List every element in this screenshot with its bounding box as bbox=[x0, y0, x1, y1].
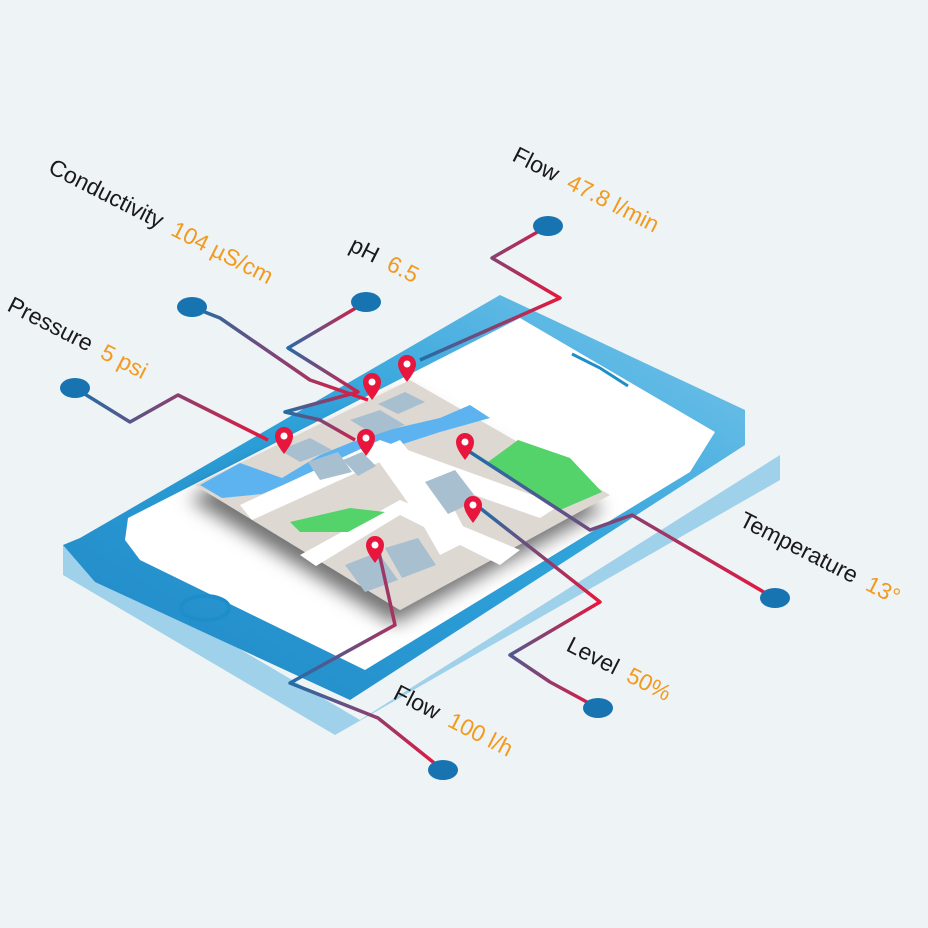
map-block bbox=[308, 452, 352, 480]
connector-ph bbox=[283, 300, 367, 442]
map-icon bbox=[195, 380, 610, 610]
sensor-nodes bbox=[60, 216, 790, 780]
label-conductivity: Conductivity 104 µS/cm bbox=[45, 153, 278, 289]
phone-side bbox=[63, 455, 780, 735]
label-flow-bottom: Flow 100 l/h bbox=[390, 679, 518, 761]
map-park-left bbox=[290, 508, 385, 532]
node-level[interactable] bbox=[583, 698, 613, 718]
label-level: Level 50% bbox=[563, 631, 676, 706]
node-flow-top[interactable] bbox=[533, 216, 563, 236]
location-pin-icon[interactable] bbox=[366, 536, 384, 563]
connector-temperature bbox=[469, 450, 775, 600]
map-road-diag bbox=[300, 500, 520, 566]
connector-conductivity bbox=[191, 305, 369, 402]
location-pin-icon[interactable] bbox=[456, 433, 474, 460]
node-pressure[interactable] bbox=[60, 378, 90, 398]
map-road-cross bbox=[240, 440, 560, 520]
map-park-right bbox=[488, 440, 602, 510]
location-pins bbox=[275, 355, 482, 563]
location-pin-icon[interactable] bbox=[464, 496, 482, 523]
phone-notch bbox=[571, 352, 629, 388]
label-flow-top: Flow 47.8 l/min bbox=[509, 141, 664, 237]
connector-level bbox=[478, 506, 602, 710]
map-block bbox=[343, 452, 376, 476]
home-button-icon[interactable] bbox=[179, 594, 231, 622]
node-conductivity[interactable] bbox=[177, 297, 207, 317]
connector-flow-bottom bbox=[288, 547, 445, 772]
map-block bbox=[385, 538, 436, 578]
map-block bbox=[378, 392, 425, 414]
connector-pressure bbox=[74, 386, 269, 442]
connector-lines bbox=[74, 224, 775, 772]
label-pressure: Pressure 5 psi bbox=[4, 291, 152, 384]
node-ph[interactable] bbox=[351, 292, 381, 312]
location-pin-icon[interactable] bbox=[363, 373, 381, 400]
label-temperature: Temperature 13° bbox=[736, 506, 905, 609]
location-pin-icon[interactable] bbox=[398, 355, 416, 382]
location-pin-icon[interactable] bbox=[357, 429, 375, 456]
node-temperature[interactable] bbox=[760, 588, 790, 608]
map-block bbox=[350, 410, 405, 435]
location-pin-icon[interactable] bbox=[275, 427, 293, 454]
connector-flow-top bbox=[419, 224, 562, 362]
map-water bbox=[200, 405, 490, 498]
label-ph: pH 6.5 bbox=[346, 231, 424, 288]
map-block bbox=[280, 438, 332, 462]
node-flow-bottom[interactable] bbox=[428, 760, 458, 780]
